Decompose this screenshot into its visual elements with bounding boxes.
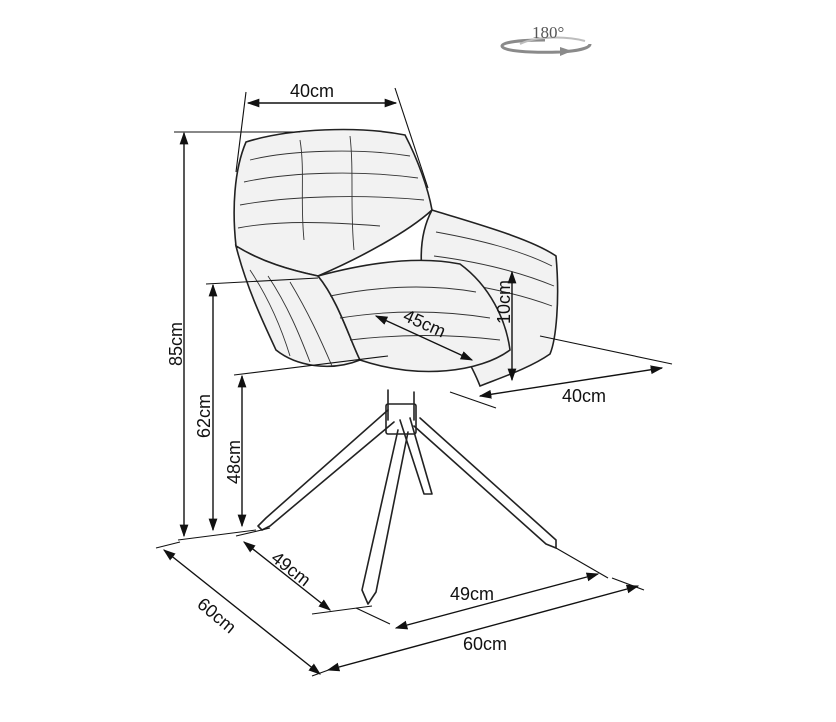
rotation-indicator: 180° <box>500 23 592 56</box>
chair-illustration <box>233 128 559 605</box>
dim-armrest-height-label: 62cm <box>194 394 214 438</box>
chair-leg-front-right <box>413 417 557 549</box>
rotation-label: 180° <box>532 23 564 42</box>
dim-base-width-label: 49cm <box>450 584 494 604</box>
dim-overall-height-label: 85cm <box>166 322 186 366</box>
floor-baseline <box>177 529 257 541</box>
rotate-arrow-icon <box>500 36 592 56</box>
dim-overall-height: 85cm <box>166 131 300 538</box>
dim-base-width: 49cm <box>355 547 609 630</box>
chair-backrest <box>233 128 433 277</box>
dim-base-depth: 49cm <box>235 527 373 615</box>
dim-overall-depth-label: 60cm <box>193 594 240 638</box>
dim-seat-width: 40cm <box>449 335 673 409</box>
dim-armrest-above-seat-label: 10cm <box>494 280 514 324</box>
chair-leg-front-left <box>361 429 409 605</box>
dim-overall-width-label: 60cm <box>463 634 507 654</box>
dim-back-width: 40cm <box>235 81 429 189</box>
dim-seat-height-label: 48cm <box>224 440 244 484</box>
dim-base-depth-label: 49cm <box>268 547 315 590</box>
dim-back-width-label: 40cm <box>290 81 334 101</box>
dim-armrest-above-seat: 10cm <box>494 270 517 382</box>
dim-armrest-height: 62cm <box>194 277 319 532</box>
dim-overall-width: 60cm <box>311 577 645 677</box>
dim-seat-height: 48cm <box>224 355 389 528</box>
dim-seat-width-label: 40cm <box>562 386 606 406</box>
chair-leg-back-right <box>399 417 433 495</box>
chair-swivel-column <box>387 389 415 421</box>
chair-leg-back-left <box>257 409 395 531</box>
